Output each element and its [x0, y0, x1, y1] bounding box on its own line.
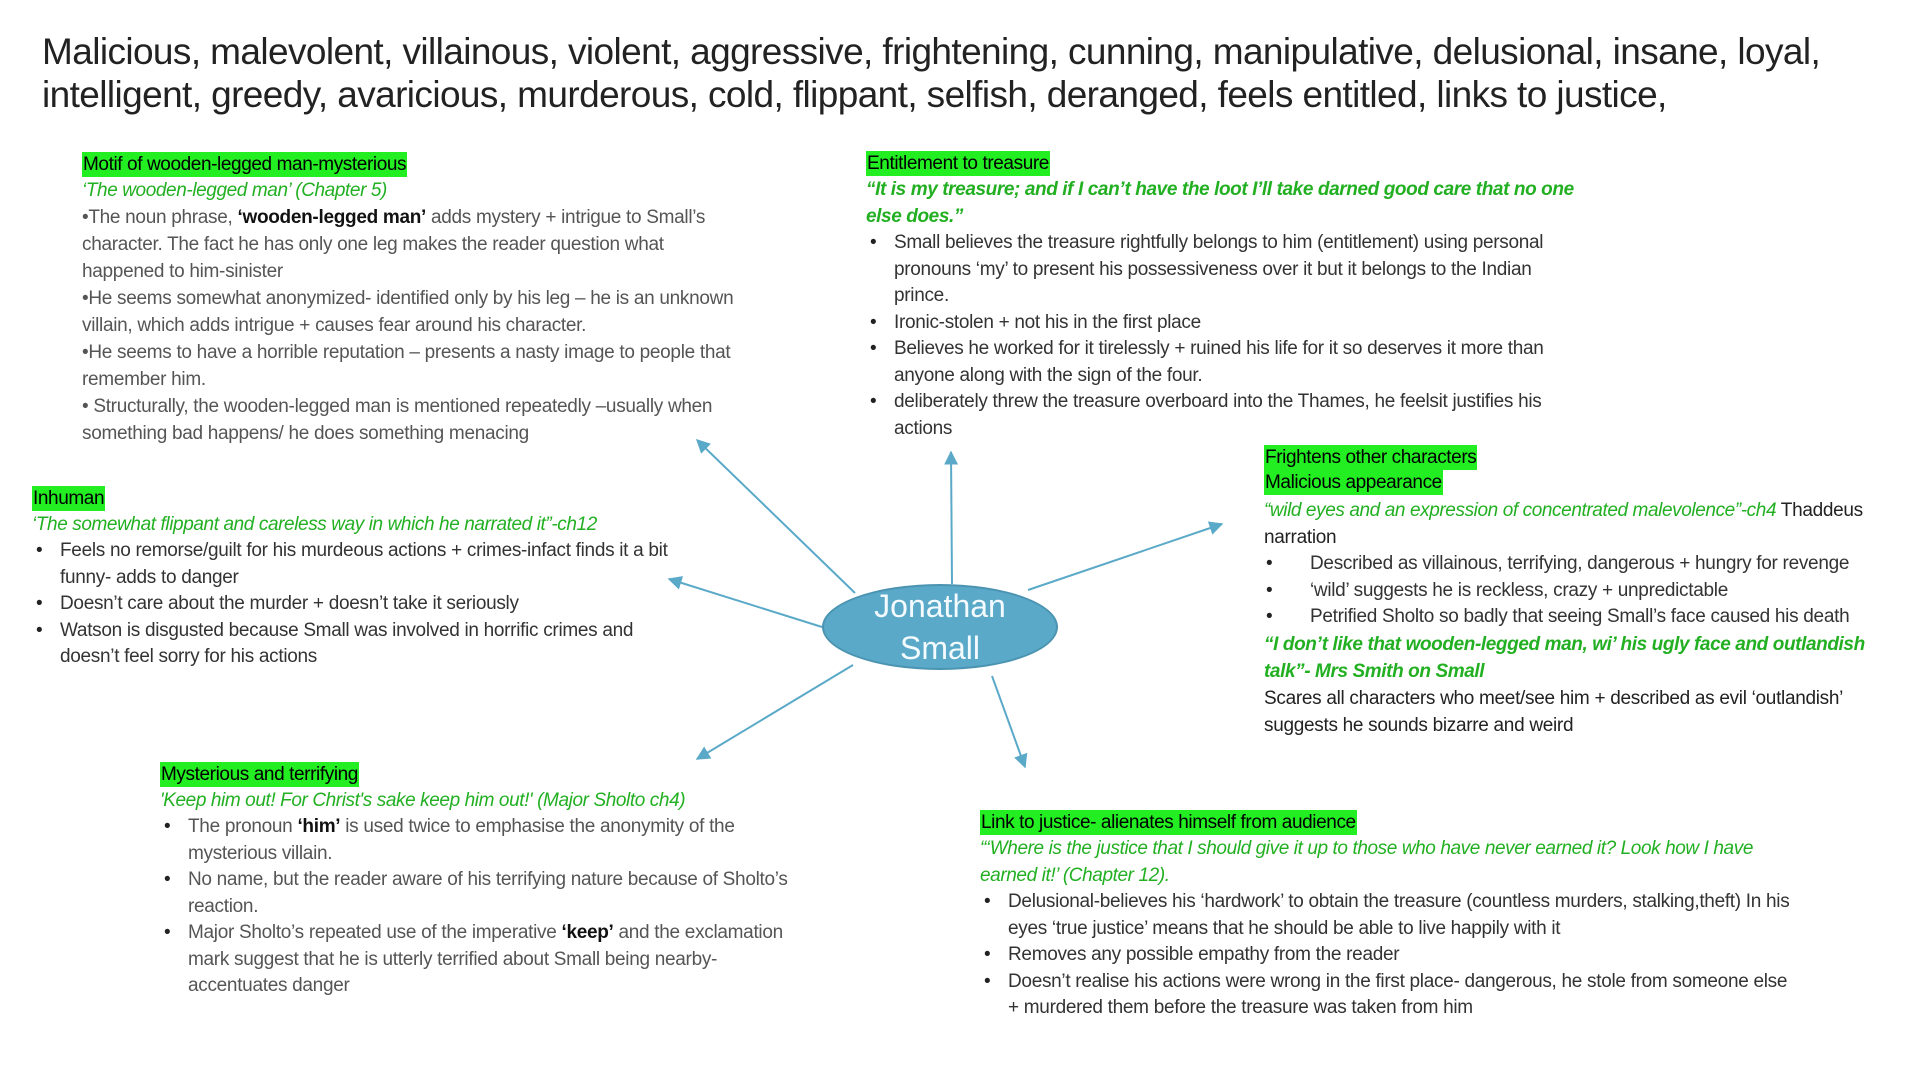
motif-bullet-1: •The noun phrase, ‘wooden-legged man’ ad… [82, 204, 742, 285]
entitlement-header: Entitlement to treasure [866, 151, 1050, 176]
entitlement-list: Small believes the treasure rightfully b… [866, 230, 1576, 442]
frightens-closing: Scares all characters who meet/see him +… [1264, 687, 1843, 736]
inhuman-bullet-2: Doesn’t care about the murder + doesn’t … [32, 591, 672, 618]
motif-bullet-3: •He seems to have a horrible reputation … [82, 342, 731, 390]
arrow-to-mysterious [695, 664, 854, 760]
frightens-header-2: Malicious appearance [1264, 470, 1443, 495]
center-node-line2: Small [899, 630, 980, 666]
motif-bullet-4: • Structurally, the wooden-legged man is… [82, 396, 713, 444]
mysterious-bullet-3: Major Sholto’s repeated use of the imper… [160, 920, 790, 1000]
motif-box: Motif of wooden-legged man-mysterious ‘T… [82, 152, 742, 447]
motif-bullet-1-post: adds mystery + intrigue to Small’s chara… [82, 207, 706, 282]
arrow-to-entitlement [944, 450, 959, 585]
arrow-to-motif [695, 439, 856, 594]
center-node-line1: Jonathan [874, 588, 1006, 624]
entitlement-bullet-4: deliberately threw the treasure overboar… [866, 389, 1576, 442]
frightens-quote-1-line: “wild eyes and an expression of concentr… [1264, 497, 1914, 551]
frightens-list: Described as villainous, terrifying, dan… [1264, 551, 1914, 631]
arrow-to-inhuman [667, 576, 823, 628]
inhuman-header: Inhuman [32, 486, 106, 511]
mysterious-list: The pronoun ‘him’ is used twice to empha… [160, 814, 790, 1000]
justice-box: Link to justice- alienates himself from … [980, 810, 1790, 1022]
arrow-to-justice [991, 675, 1028, 769]
mysterious-quote: 'Keep him out! For Christ's sake keep hi… [160, 790, 533, 811]
mysterious-bullet-1: The pronoun ‘him’ is used twice to empha… [160, 814, 790, 867]
frightens-quote-1: “wild eyes and an expression of concentr… [1264, 500, 1777, 521]
arrow-to-frightens [1027, 521, 1224, 591]
frightens-bullet-3: Petrified Sholto so badly that seeing Sm… [1264, 604, 1914, 631]
frightens-bullet-2: ‘wild’ suggests he is reckless, crazy + … [1264, 578, 1914, 605]
mysterious-bullet-3-highlight: ‘keep’ [561, 922, 614, 943]
entitlement-bullet-3: Believes he worked for it tirelessly + r… [866, 336, 1576, 389]
mysterious-box: Mysterious and terrifying 'Keep him out!… [160, 762, 790, 1000]
entitlement-bullet-2: Ironic-stolen + not his in the first pla… [866, 310, 1576, 337]
motif-bullet-2: •He seems somewhat anonymized- identifie… [82, 288, 734, 336]
motif-bullet-1-highlight: ‘wooden-legged man’ [237, 207, 427, 228]
frightens-box: Frightens other characters Malicious app… [1264, 445, 1914, 739]
motif-bullet-1-pre: •The noun phrase, [82, 207, 238, 228]
entitlement-box: Entitlement to treasure “It is my treasu… [866, 151, 1576, 442]
entitlement-quote: “It is my treasure; and if I can’t have … [866, 179, 1574, 227]
justice-bullet-2: Removes any possible empathy from the re… [980, 942, 1790, 969]
frightens-quote-1-after: Thaddeus narration [1264, 500, 1863, 548]
mysterious-quote-line: 'Keep him out! For Christ's sake keep hi… [160, 787, 790, 814]
inhuman-bullet-1: Feels no remorse/guilt for his murdeous … [32, 538, 672, 591]
inhuman-bullet-3: Watson is disgusted because Small was in… [32, 618, 672, 671]
frightens-header-1: Frightens other characters [1264, 445, 1478, 470]
justice-quote: “‘Where is the justice that I should giv… [980, 838, 1753, 886]
center-node-jonathan-small: Jonathan Small [822, 584, 1058, 670]
mysterious-bullet-3-pre: Major Sholto’s repeated use of the imper… [188, 922, 562, 943]
entitlement-bullet-1: Small believes the treasure rightfully b… [866, 230, 1576, 310]
mysterious-bullet-1-post: is used twice to emphasise the anonymity… [188, 816, 735, 864]
inhuman-box: Inhuman ‘The somewhat flippant and carel… [32, 486, 672, 671]
motif-header: Motif of wooden-legged man-mysterious [82, 152, 408, 177]
motif-quote: ‘The wooden-legged man’ (Chapter 5) [82, 180, 387, 201]
mysterious-bullet-1-pre: The pronoun [188, 816, 298, 837]
justice-quote-line: “‘Where is the justice that I should giv… [980, 835, 1790, 889]
mysterious-bullet-1-highlight: ‘him’ [297, 816, 341, 837]
justice-bullet-3: Doesn’t realise his actions were wrong i… [980, 969, 1790, 1022]
inhuman-list: Feels no remorse/guilt for his murdeous … [32, 538, 672, 671]
page-title: Malicious, malevolent, villainous, viole… [42, 31, 1821, 115]
justice-header: Link to justice- alienates himself from … [980, 810, 1357, 835]
frightens-quote-2: “I don’t like that wooden-legged man, wi… [1264, 633, 1865, 682]
inhuman-quote: ‘The somewhat flippant and careless way … [32, 514, 597, 535]
justice-list: Delusional-believes his ‘hardwork’ to ob… [980, 889, 1790, 1022]
mysterious-header: Mysterious and terrifying [160, 762, 359, 787]
justice-bullet-1: Delusional-believes his ‘hardwork’ to ob… [980, 889, 1790, 942]
mysterious-bullet-2: No name, but the reader aware of his ter… [160, 867, 790, 920]
mysterious-quote-source: (Major Sholto ch4) [532, 790, 686, 811]
frightens-bullet-1: Described as villainous, terrifying, dan… [1264, 551, 1914, 578]
mysterious-bullet-3-post: and the exclamation mark suggest that he… [188, 922, 783, 996]
justice-quote-source: (Chapter 12). [1058, 865, 1170, 886]
